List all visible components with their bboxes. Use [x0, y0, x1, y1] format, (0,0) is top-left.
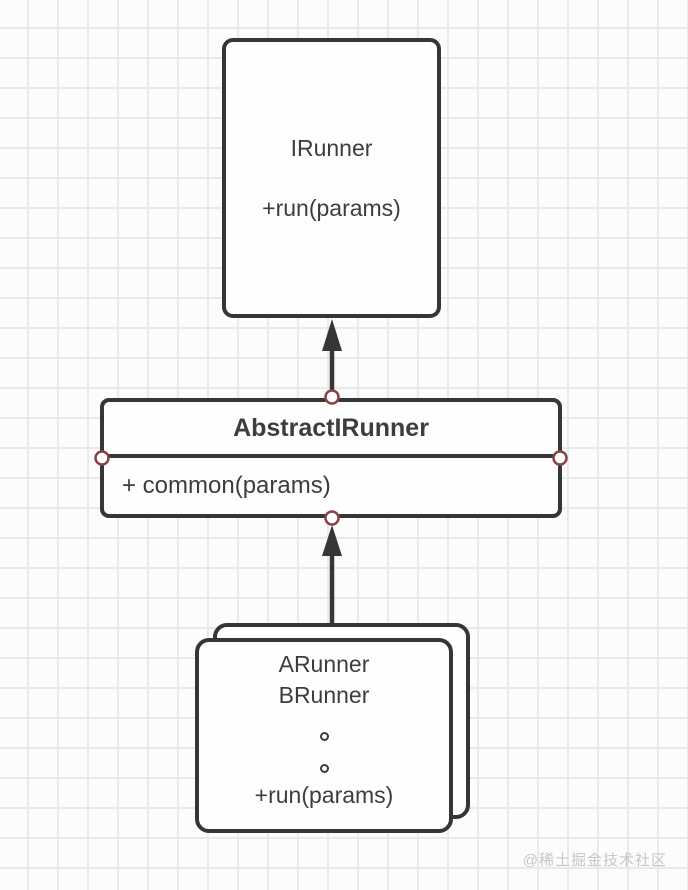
ellipsis-dot-icon [319, 764, 329, 773]
ellipsis-dot-icon [319, 732, 329, 741]
runner-method: +run(params) [254, 782, 394, 808]
runner-class-name: BRunner [278, 682, 370, 708]
runner-class-name: ARunner [278, 651, 370, 677]
class-node-abstract-irunner: AbstractIRunner + common(params) [100, 398, 562, 518]
class-node-irunner-title: IRunner [290, 134, 373, 161]
class-node-abstract-title: AbstractIRunner [104, 402, 558, 458]
class-node-abstract-method: + common(params) [122, 472, 331, 499]
arrowhead-up-icon [322, 319, 342, 351]
class-node-runners-stack-front: ARunner BRunner +run(params) [195, 638, 453, 833]
watermark-text: @稀土掘金技术社区 [522, 852, 667, 869]
class-node-irunner-method: +run(params) [262, 194, 401, 221]
arrowhead-up-icon [322, 525, 342, 556]
class-node-irunner: IRunner +run(params) [222, 38, 441, 318]
